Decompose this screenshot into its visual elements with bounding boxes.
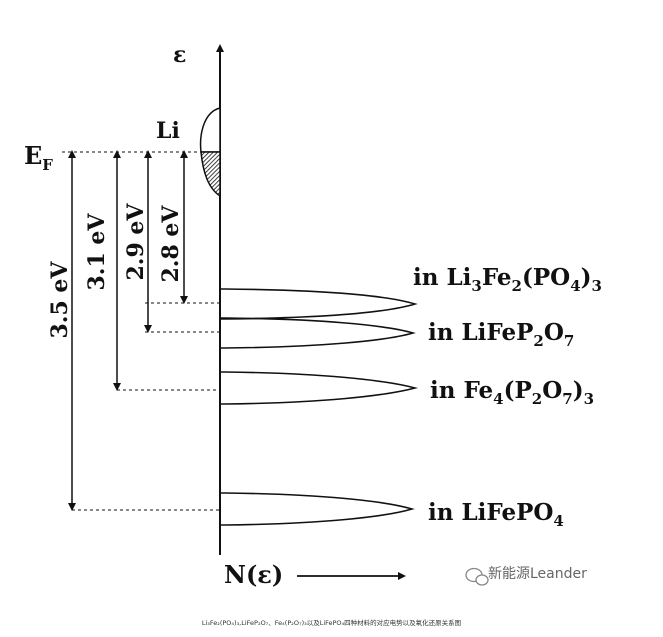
band-lobe-fe4p2o73 xyxy=(220,371,419,405)
band-label-fe4p2o73: in Fe4(P2O7)3 xyxy=(430,377,594,408)
gap-label-3-1ev: 3.1 eV xyxy=(84,213,110,291)
figure-caption: Li₃Fe₂(PO₄)₃,LiFeP₂O₇、Fe₄(P₂O₇)₃以及LiFePO… xyxy=(201,619,462,627)
gap-label-2-9ev: 2.9 eV xyxy=(123,203,149,281)
band-label-lifepo4: in LiFePO4 xyxy=(428,499,564,530)
band-lobe-li3fe2po43 xyxy=(220,288,418,320)
gap-label-3-5ev: 3.5 eV xyxy=(47,261,73,339)
band-lobe-lifepo4 xyxy=(220,492,415,526)
band-lobe-lifep2o7 xyxy=(220,317,416,349)
li-dos-upper xyxy=(199,107,221,153)
wechat-icon xyxy=(465,567,489,586)
gap-label-2-8ev: 2.8 eV xyxy=(158,205,184,283)
watermark: 新能源Leander xyxy=(488,566,587,582)
energy-axis-label: ε xyxy=(173,42,186,68)
fermi-level-label: EF xyxy=(24,141,53,174)
li-dos-filled xyxy=(200,151,221,198)
dos-axis-label: N(ε) xyxy=(224,560,283,589)
band-label-li3fe2po43: in Li3Fe2(PO4)3 xyxy=(413,264,602,295)
band-label-lifep2o7: in LiFeP2O7 xyxy=(428,319,574,350)
metal-label: Li xyxy=(156,118,180,144)
